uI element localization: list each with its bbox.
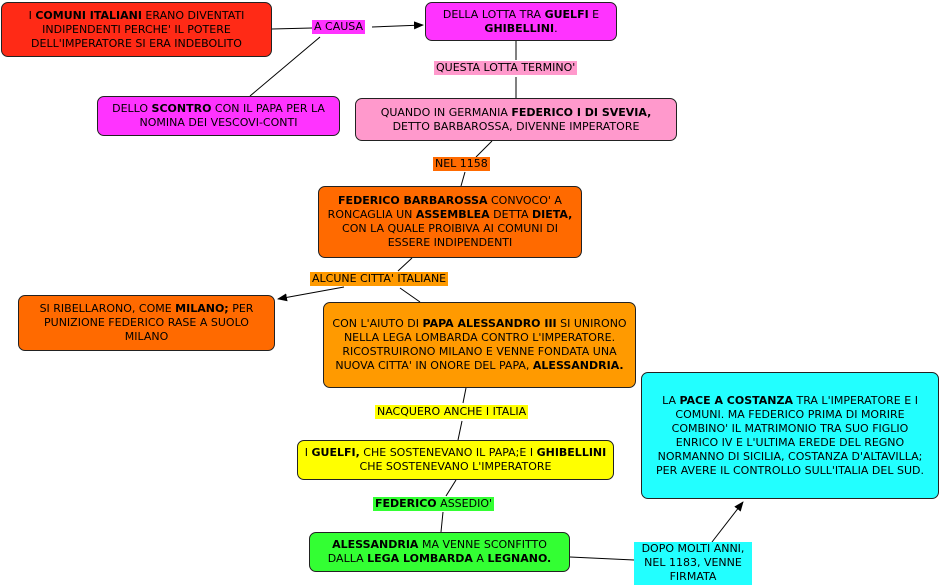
node-barbarossa-text: FEDERICO BARBAROSSA CONVOCO' A RONCAGLIA… bbox=[327, 194, 573, 249]
node-alessandria-legnano: ALESSANDRIA MA VENNE SCONFITTO DALLA LEG… bbox=[309, 532, 570, 572]
link-germania-1158 bbox=[475, 140, 493, 158]
node-papa-text: CON L'AIUTO DI PAPA ALESSANDRO III SI UN… bbox=[332, 317, 627, 372]
label-federico-assedio: FEDERICO ASSEDIO' bbox=[373, 497, 495, 511]
node-scontro-text: DELLO SCONTRO CON IL PAPA PER LA NOMINA … bbox=[112, 102, 325, 129]
node-lotta-guelfi-ghibellini: DELLA LOTTA TRA GUELFI E GHIBELLINI. bbox=[425, 2, 617, 41]
label-lotta-termino: QUESTA LOTTA TERMINO' bbox=[434, 61, 578, 75]
node-comuni-italiani: I COMUNI ITALIANI ERANO DIVENTATI INDIPE… bbox=[1, 2, 272, 57]
link-guelfi-federico bbox=[445, 479, 457, 497]
link-dopo-pace bbox=[711, 501, 744, 543]
label-dopo-molti-anni: DOPO MOLTI ANNI, NEL 1183, VENNE FIRMATA bbox=[634, 542, 752, 585]
node-barbarossa-dieta: FEDERICO BARBAROSSA CONVOCO' A RONCAGLIA… bbox=[318, 186, 582, 258]
link-acausa-scontro bbox=[249, 36, 321, 97]
node-scontro-papa: DELLO SCONTRO CON IL PAPA PER LA NOMINA … bbox=[97, 96, 340, 136]
link-barbarossa-alcune bbox=[397, 257, 413, 272]
node-lotta-text: DELLA LOTTA TRA GUELFI E GHIBELLINI. bbox=[442, 7, 600, 35]
link-alcune-papa bbox=[399, 287, 421, 303]
label-alcune-citta: ALCUNE CITTA' ITALIANE bbox=[310, 272, 449, 286]
link-1158-barbarossa bbox=[460, 171, 466, 187]
node-ribellarono-milano: SI RIBELLARONO, COME MILANO; PER PUNIZIO… bbox=[18, 295, 275, 351]
node-guelfi-text: I GUELFI, CHE SOSTENEVANO IL PAPA;E I GH… bbox=[304, 446, 607, 473]
link-acausa-lotta bbox=[371, 21, 424, 30]
link-alessandria-dopo bbox=[569, 556, 635, 561]
node-pace-text: LA PACE A COSTANZA TRA L'IMPERATORE E I … bbox=[656, 393, 924, 477]
link-comuni-acausa bbox=[271, 27, 313, 30]
node-papa-alessandro: CON L'AIUTO DI PAPA ALESSANDRO III SI UN… bbox=[323, 302, 636, 388]
node-ribellarono-text: SI RIBELLARONO, COME MILANO; PER PUNIZIO… bbox=[39, 302, 254, 343]
link-federico-alessandria bbox=[440, 511, 444, 533]
label-a-causa: A CAUSA bbox=[312, 20, 365, 34]
label-nel-1158: NEL 1158 bbox=[433, 157, 490, 171]
node-germania-text: QUANDO IN GERMANIA FEDERICO I DI SVEVIA,… bbox=[380, 105, 652, 133]
node-federico-germania: QUANDO IN GERMANIA FEDERICO I DI SVEVIA,… bbox=[355, 98, 677, 141]
link-alcune-ribellarono bbox=[277, 286, 345, 302]
link-papa-nacquero bbox=[462, 387, 467, 404]
node-guelfi-ghibellini: I GUELFI, CHE SOSTENEVANO IL PAPA;E I GH… bbox=[297, 440, 614, 480]
node-alessandria-text: ALESSANDRIA MA VENNE SCONFITTO DALLA LEG… bbox=[327, 538, 552, 565]
node-pace-costanza: LA PACE A COSTANZA TRA L'IMPERATORE E I … bbox=[641, 372, 939, 499]
label-nacquero: NACQUERO ANCHE I ITALIA bbox=[375, 405, 529, 419]
node-comuni-text: I COMUNI ITALIANI ERANO DIVENTATI INDIPE… bbox=[28, 8, 245, 50]
link-nacquero-guelfi bbox=[457, 420, 463, 441]
